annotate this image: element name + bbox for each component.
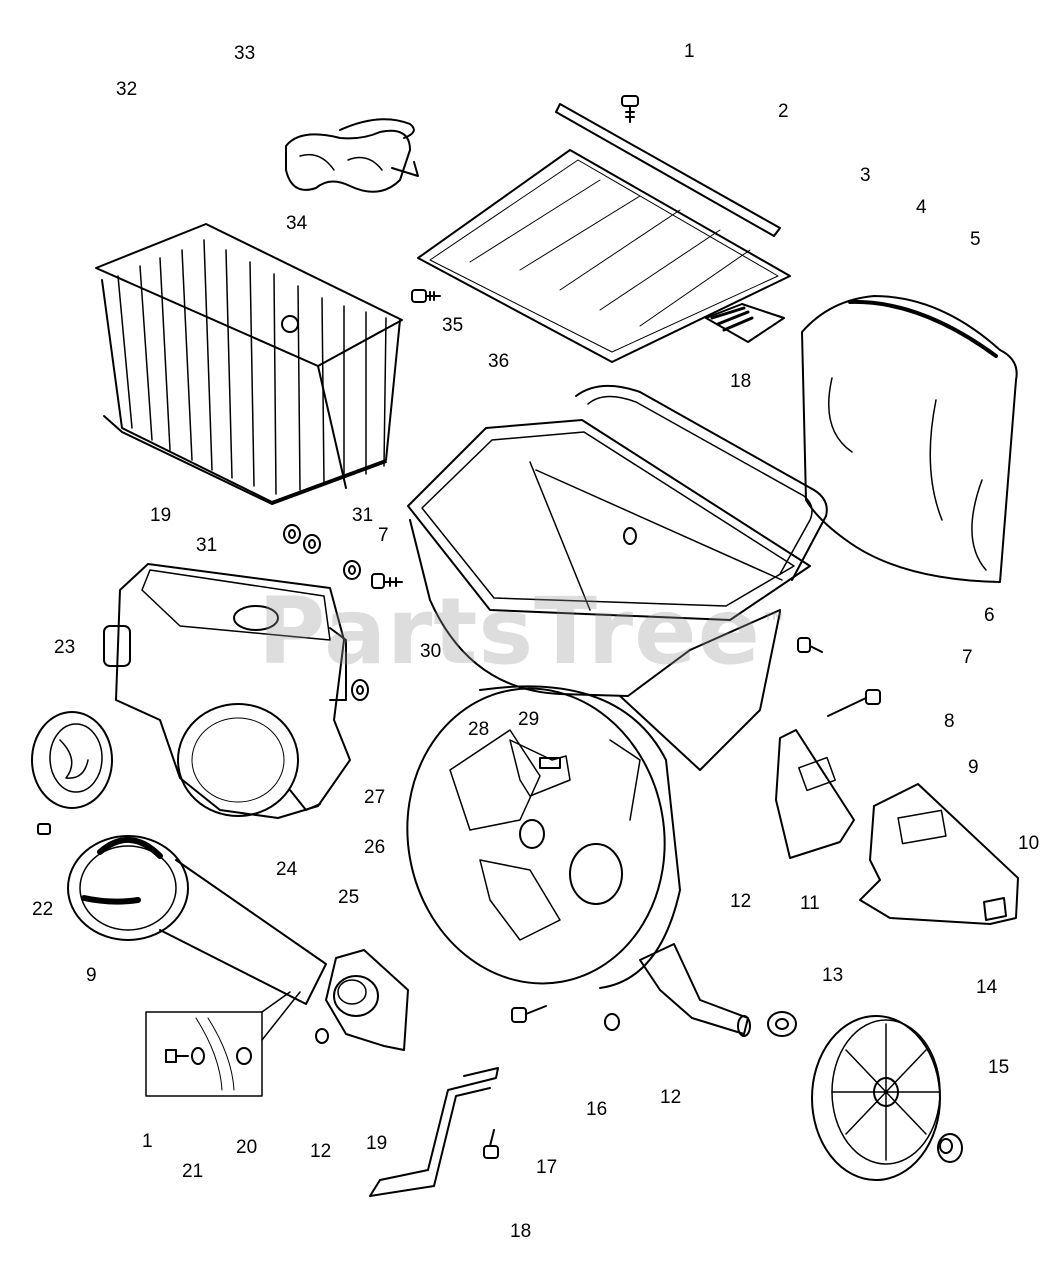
- callout-18-bottom: 18: [510, 1221, 532, 1242]
- callout-7-right: 7: [962, 647, 973, 668]
- callout-11: 11: [800, 893, 820, 914]
- callout-10: 10: [1018, 833, 1040, 854]
- callout-15: 15: [988, 1057, 1010, 1078]
- part-wire-basket: [95, 223, 403, 505]
- callout-31-b: 31: [196, 535, 218, 556]
- callout-13: 13: [822, 965, 844, 986]
- callout-8: 8: [944, 711, 955, 732]
- part-collection-bag: [801, 295, 1018, 583]
- callout-29: 29: [518, 709, 540, 730]
- callout-32: 32: [116, 79, 138, 100]
- part-screw: [621, 95, 639, 123]
- callout-33: 33: [234, 43, 256, 64]
- part-safety-glasses: [285, 118, 419, 193]
- part-guard: [859, 783, 1019, 925]
- part-deflector: [775, 729, 855, 859]
- callout-2: 2: [778, 101, 789, 122]
- callout-35: 35: [442, 315, 464, 336]
- callout-17: 17: [536, 1157, 558, 1178]
- callout-6: 6: [984, 605, 995, 626]
- callout-1-inset: 1: [142, 1131, 153, 1152]
- callout-5: 5: [970, 229, 981, 250]
- callout-30: 30: [420, 641, 442, 662]
- callout-7-mid: 7: [378, 525, 389, 546]
- part-washer-13: [767, 1011, 797, 1037]
- callout-36: 36: [488, 351, 510, 372]
- part-crank-handle: [369, 1067, 499, 1197]
- callout-34: 34: [286, 213, 308, 234]
- callout-19-top: 19: [150, 505, 172, 526]
- callout-20: 20: [236, 1137, 258, 1158]
- part-rail-bar: [555, 103, 781, 237]
- part-screw-hopper: [623, 527, 637, 545]
- part-wheel: [811, 1015, 941, 1181]
- part-discharge-chute: [67, 835, 327, 1005]
- callout-9-left: 9: [86, 965, 97, 986]
- part-nut-12: [604, 1013, 620, 1031]
- part-rotor-housing: [406, 685, 681, 989]
- callout-19-bottom: 19: [366, 1133, 388, 1154]
- part-bolt-35: [411, 289, 441, 303]
- part-top-plate: [417, 149, 791, 363]
- part-screw-17: [483, 1129, 499, 1159]
- callout-12-bottom: 12: [660, 1087, 682, 1108]
- watermark: PartsTree™: [258, 578, 788, 685]
- callout-28: 28: [468, 719, 490, 740]
- part-washers: [283, 524, 403, 701]
- callout-23: 23: [54, 637, 76, 658]
- callout-14: 14: [976, 977, 998, 998]
- callout-4: 4: [916, 197, 927, 218]
- hardware-inset: [145, 991, 301, 1097]
- part-stand: [639, 943, 751, 1037]
- part-bolt-16: [511, 1005, 547, 1023]
- callout-22: 22: [32, 899, 54, 920]
- part-engine: [103, 563, 351, 819]
- callout-1-top: 1: [684, 41, 695, 62]
- callout-12-hopper: 12: [730, 891, 752, 912]
- callout-21: 21: [182, 1161, 204, 1182]
- part-hopper: [407, 384, 828, 771]
- callout-27: 27: [364, 787, 386, 808]
- callout-9-right: 9: [968, 757, 979, 778]
- part-shroud: [31, 711, 113, 835]
- callout-24: 24: [276, 859, 298, 880]
- callout-25: 25: [338, 887, 360, 908]
- callout-18-top: 18: [730, 371, 752, 392]
- callout-12-left: 12: [310, 1141, 332, 1162]
- callout-16: 16: [586, 1099, 608, 1120]
- part-hub-cap: [937, 1133, 963, 1163]
- callout-26: 26: [364, 837, 386, 858]
- part-flap: [705, 303, 785, 343]
- callout-3: 3: [860, 165, 871, 186]
- part-bolt-8: [797, 637, 881, 717]
- part-impeller: [509, 739, 571, 797]
- part-bearing-housing: [315, 949, 409, 1051]
- callout-31-a: 31: [352, 505, 374, 526]
